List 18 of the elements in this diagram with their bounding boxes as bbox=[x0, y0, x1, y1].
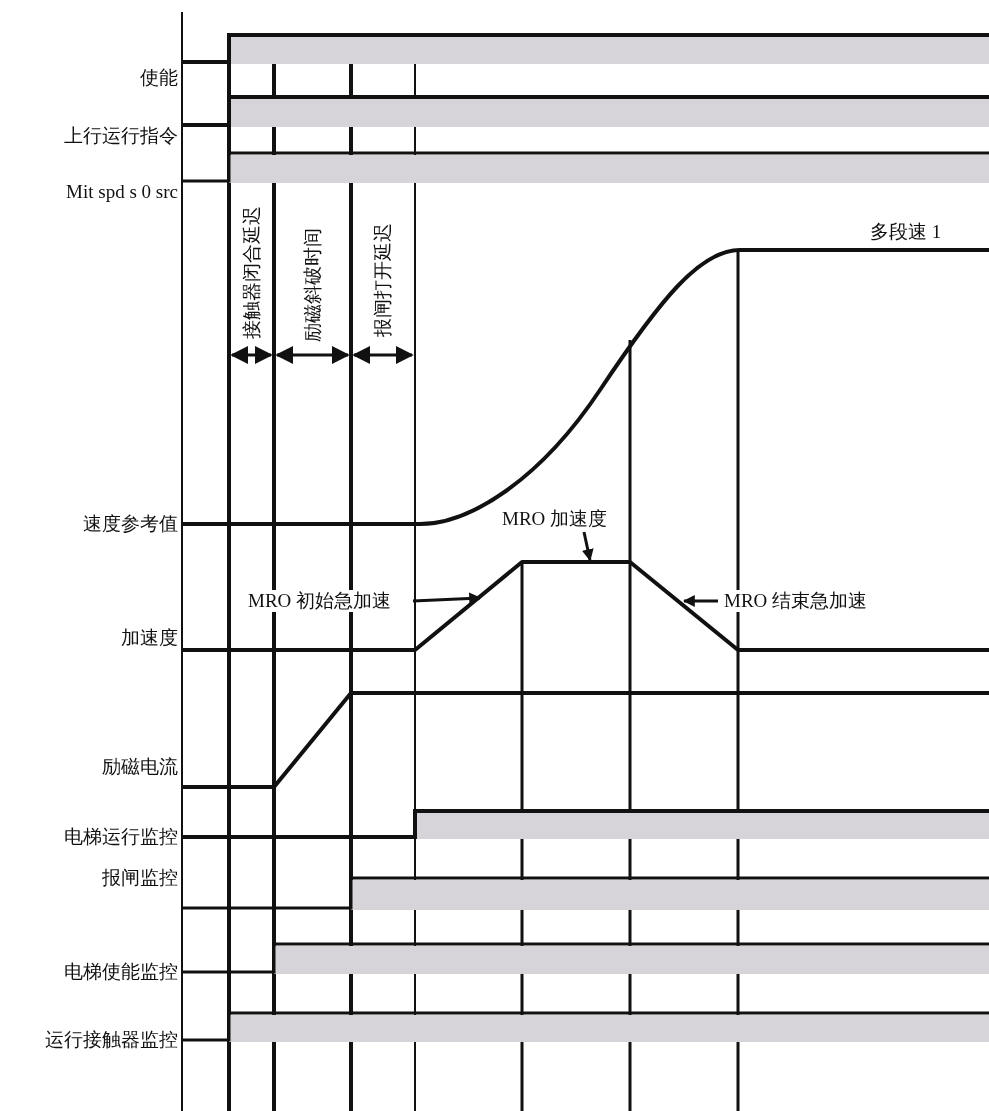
signal-label: 速度参考值 bbox=[83, 513, 178, 535]
leader-line bbox=[581, 531, 594, 562]
signal-label: 运行接触器监控 bbox=[45, 1029, 178, 1051]
signal-label: 电梯使能监控 bbox=[64, 961, 178, 983]
leader-line bbox=[682, 595, 718, 607]
signal-label: 报闸监控 bbox=[102, 867, 178, 889]
signal-label: 加速度 bbox=[121, 627, 178, 649]
interval-label: 励磁斜破时间 bbox=[302, 228, 324, 342]
signal-label: 电梯运行监控 bbox=[64, 826, 178, 848]
interval-label: 接触器闭合延迟 bbox=[241, 205, 263, 339]
signal-label: 励磁电流 bbox=[102, 756, 178, 778]
callout-label: MRO 加速度 bbox=[500, 508, 610, 530]
leader-line bbox=[412, 592, 482, 605]
interval-label: 报闸打开延迟 bbox=[372, 223, 394, 337]
signal-label: 使能 bbox=[140, 67, 178, 89]
signal-label: Mit spd s 0 src bbox=[66, 181, 178, 203]
speed-label: 多段速 1 bbox=[868, 221, 944, 243]
signal-label: 上行运行指令 bbox=[64, 125, 178, 147]
